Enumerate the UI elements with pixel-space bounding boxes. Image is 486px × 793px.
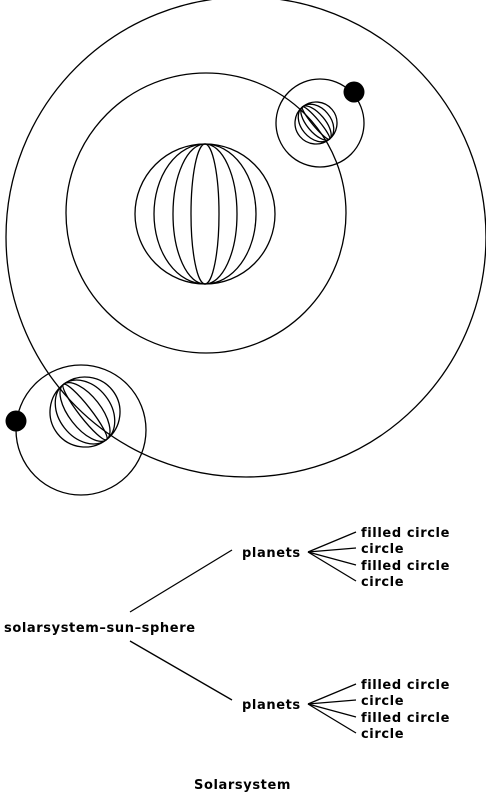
branch-node-label: planets xyxy=(242,698,301,713)
planet-lower-moon xyxy=(5,410,27,432)
planet-lower-sphere xyxy=(49,376,121,448)
solarsystem-drawing xyxy=(5,0,486,496)
leaf-node-label: filled circle xyxy=(361,711,450,726)
figure-caption: Solarsystem xyxy=(194,778,291,793)
tree-edge xyxy=(307,547,357,553)
sun-sphere xyxy=(134,143,276,285)
leaf-node-label: filled circle xyxy=(361,678,450,693)
tree-edge xyxy=(129,549,233,613)
outer-orbit xyxy=(5,0,486,478)
leaf-node-label: circle xyxy=(361,694,404,709)
leaf-node-label: circle xyxy=(361,575,404,590)
inner-orbit xyxy=(65,72,347,354)
leaf-node-label: filled circle xyxy=(361,526,450,541)
tree-edge xyxy=(307,699,357,705)
tree-edge xyxy=(307,683,357,705)
planet-upper xyxy=(275,78,365,168)
scene-tree: solarsystem–sun–sphere planets filled ci… xyxy=(4,526,450,742)
planet-upper-moon xyxy=(343,81,365,103)
leaf-node-label: circle xyxy=(361,542,404,557)
planet-upper-orbit xyxy=(275,78,365,168)
leaf-node-label: circle xyxy=(361,727,404,742)
branch-node-label: planets xyxy=(242,546,301,561)
tree-edge xyxy=(307,551,357,582)
planet-lower-orbit xyxy=(15,364,147,496)
tree-edge xyxy=(307,531,357,553)
planet-upper-sphere xyxy=(294,101,338,145)
leaf-node-label: filled circle xyxy=(361,559,450,574)
tree-edge xyxy=(129,640,233,701)
tree-edge xyxy=(307,703,357,718)
tree-edge xyxy=(307,703,357,734)
root-node-label: solarsystem–sun–sphere xyxy=(4,621,196,636)
tree-edge xyxy=(307,551,357,566)
planet-lower xyxy=(5,364,147,496)
